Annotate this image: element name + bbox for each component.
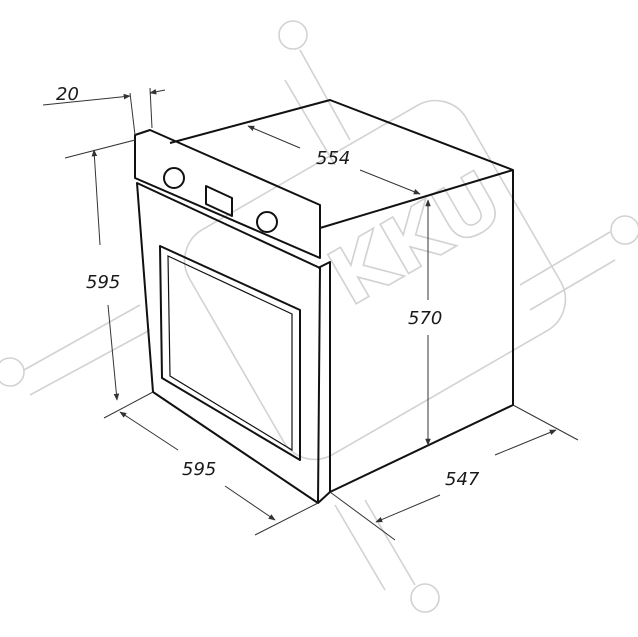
dimension-label-547: 547	[445, 469, 480, 490]
display-icon	[205, 185, 233, 217]
dimension-lines	[42, 87, 579, 541]
dimension-label-595-width: 595	[182, 459, 216, 480]
dimension-label-20: 20	[56, 84, 79, 105]
control-panel	[134, 129, 321, 259]
dimension-label-554: 554	[316, 148, 350, 169]
oven-body	[134, 99, 514, 504]
watermark-logo: KKU	[315, 154, 518, 323]
right-knob-icon	[256, 211, 278, 233]
oven-top-face	[169, 99, 514, 229]
oven-window	[159, 245, 301, 461]
dimension-label-595-height: 595	[86, 272, 120, 293]
left-knob-icon	[163, 167, 185, 189]
dimension-label-570: 570	[408, 308, 442, 329]
